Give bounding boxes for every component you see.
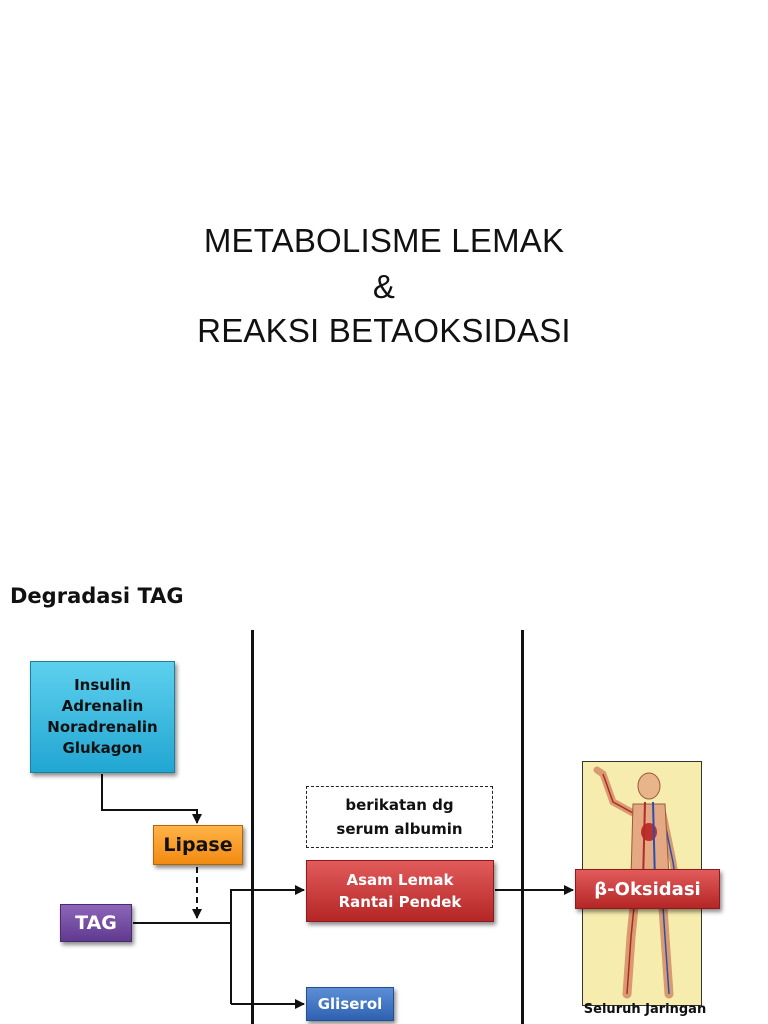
- slide-heading: Degradasi TAG: [10, 584, 184, 608]
- title-line-2: REAKSI BETAOKSIDASI: [197, 312, 571, 349]
- compartment-divider-right: [521, 630, 524, 1024]
- albumin-note-line-1: berikatan dg: [345, 796, 454, 814]
- hormone-glukagon: Glukagon: [62, 739, 143, 757]
- hormone-noradrenalin: Noradrenalin: [47, 718, 158, 736]
- circulatory-body-icon: [593, 766, 683, 999]
- albumin-note-line-2: serum albumin: [336, 820, 463, 838]
- diagram-slide: Degradasi TAG Insulin Adrenalin Noradren…: [0, 512, 768, 1024]
- hormone-adrenalin: Adrenalin: [61, 697, 144, 715]
- tag-box: TAG: [60, 904, 132, 942]
- tissue-caption: Seluruh Jaringan: [583, 1002, 707, 1017]
- title-slide: METABOLISME LEMAK & REAKSI BETAOKSIDASI: [197, 222, 571, 349]
- hormone-insulin: Insulin: [74, 676, 131, 694]
- lipase-box: Lipase: [153, 825, 243, 865]
- arrow-hormones-to-lipase: [101, 774, 202, 824]
- fatty-acid-box: Asam Lemak Rantai Pendek: [306, 860, 494, 922]
- albumin-note-box: berikatan dg serum albumin: [306, 786, 493, 848]
- hormones-box: Insulin Adrenalin Noradrenalin Glukagon: [30, 661, 175, 773]
- glycerol-box: Gliserol: [306, 987, 394, 1021]
- title-ampersand: &: [372, 268, 396, 305]
- fatty-acid-line-2: Rantai Pendek: [338, 893, 462, 911]
- title-line-1: METABOLISME LEMAK: [203, 222, 565, 259]
- compartment-divider-left: [251, 630, 254, 1024]
- beta-oxidation-box: β-Oksidasi: [575, 869, 720, 909]
- fatty-acid-line-1: Asam Lemak: [346, 871, 454, 889]
- connector-arrows: [101, 774, 574, 1009]
